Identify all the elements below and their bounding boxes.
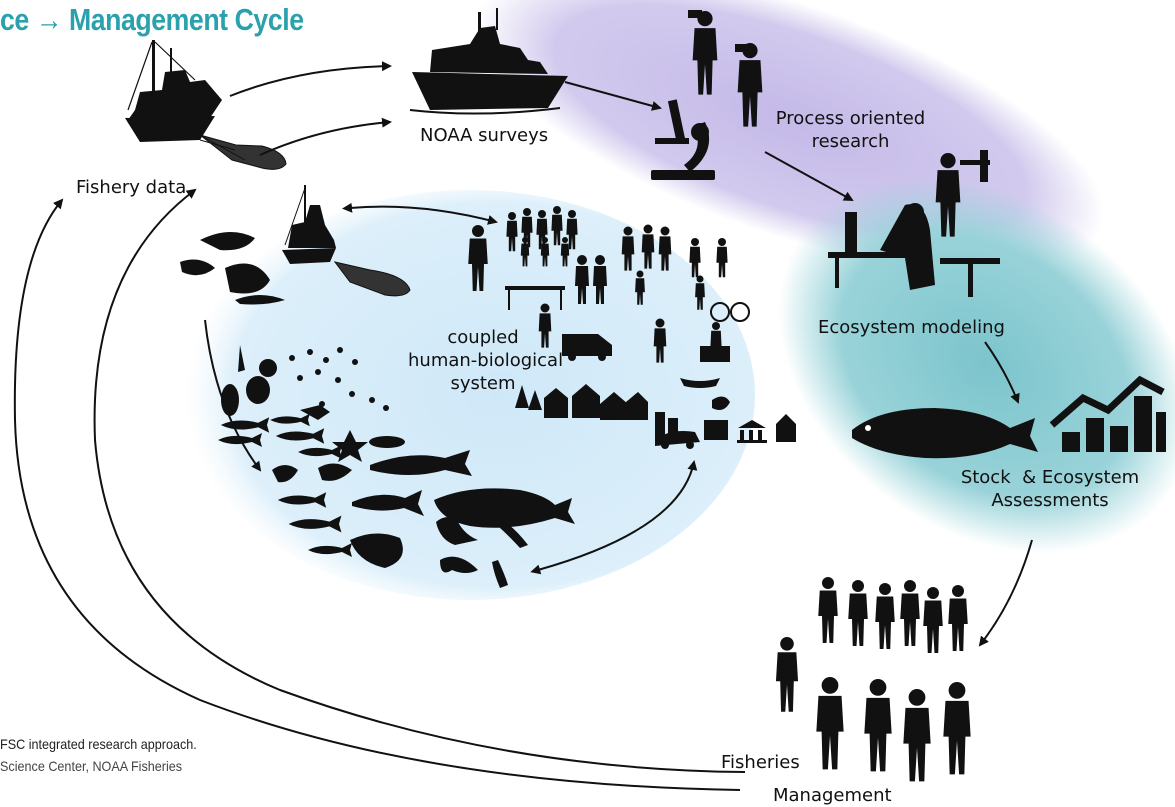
trawl-net-icon <box>199 134 287 170</box>
arrow-fishery-human <box>342 202 498 225</box>
arrow-ecosystem-left <box>204 319 262 472</box>
scientist-binoculars-icon <box>688 10 763 127</box>
computer-modeler-icon <box>828 150 1000 297</box>
fish-icon <box>852 408 1038 459</box>
people-group-icon <box>468 206 750 388</box>
building-icon <box>655 396 796 449</box>
noaa-surveys-label: NOAA surveys <box>420 125 549 146</box>
microscope-icon <box>651 99 715 180</box>
coupled-system-label: coupled human-biological system <box>408 326 564 395</box>
cycle-arrows <box>13 61 1033 791</box>
process-research-label: Process oriented research <box>768 107 933 153</box>
coupled-system-line2: human-biological <box>408 350 564 371</box>
trawl-net-icon <box>333 261 411 297</box>
caption-line2: Science Center, NOAA Fisheries <box>0 758 183 774</box>
arrow-management-to-fishery-outer <box>13 198 741 791</box>
fishing-trawler-icon <box>282 185 336 264</box>
research-ship-icon <box>409 8 568 115</box>
page-title: ce → Management Cycle <box>0 2 304 37</box>
caption-line1: FSC integrated research approach. <box>0 736 197 752</box>
fisheries-label: Fisheries <box>721 752 800 773</box>
arrow-biological-human <box>530 460 698 575</box>
coupled-system-line3: system <box>450 373 516 394</box>
arrow-modeling-to-assessment <box>984 341 1020 404</box>
marine-life-icon <box>180 231 472 568</box>
arrow-research-to-modeling <box>764 151 854 201</box>
assessments-line2: Assessments <box>991 490 1109 511</box>
arrow-survey-to-microscope <box>564 81 662 111</box>
management-label: Management <box>773 785 892 806</box>
town-icon <box>515 384 648 420</box>
assessments-label: Stock & Ecosystem Assessments <box>952 466 1148 512</box>
process-research-line1: Process oriented <box>775 108 926 129</box>
fishing-trawler-icon <box>125 40 222 142</box>
people-group-icon <box>775 577 971 782</box>
arrow-fishery-to-survey <box>229 61 392 97</box>
bird-icon <box>440 520 528 588</box>
seal-icon <box>436 517 478 545</box>
bar-chart-icon <box>1049 375 1166 452</box>
fishery-data-label: Fishery data <box>76 177 187 198</box>
ecosystem-modeling-label: Ecosystem modeling <box>818 317 1005 338</box>
arrow-management-to-fishery-inner <box>93 188 746 773</box>
process-research-line2: research <box>811 131 890 152</box>
arrow-net-to-survey <box>259 117 392 156</box>
assessments-line1: Stock & Ecosystem <box>960 467 1140 488</box>
assessment-blob <box>778 177 1175 553</box>
coupled-system-line1: coupled <box>447 327 519 348</box>
arrow-assessment-to-management <box>978 539 1033 647</box>
